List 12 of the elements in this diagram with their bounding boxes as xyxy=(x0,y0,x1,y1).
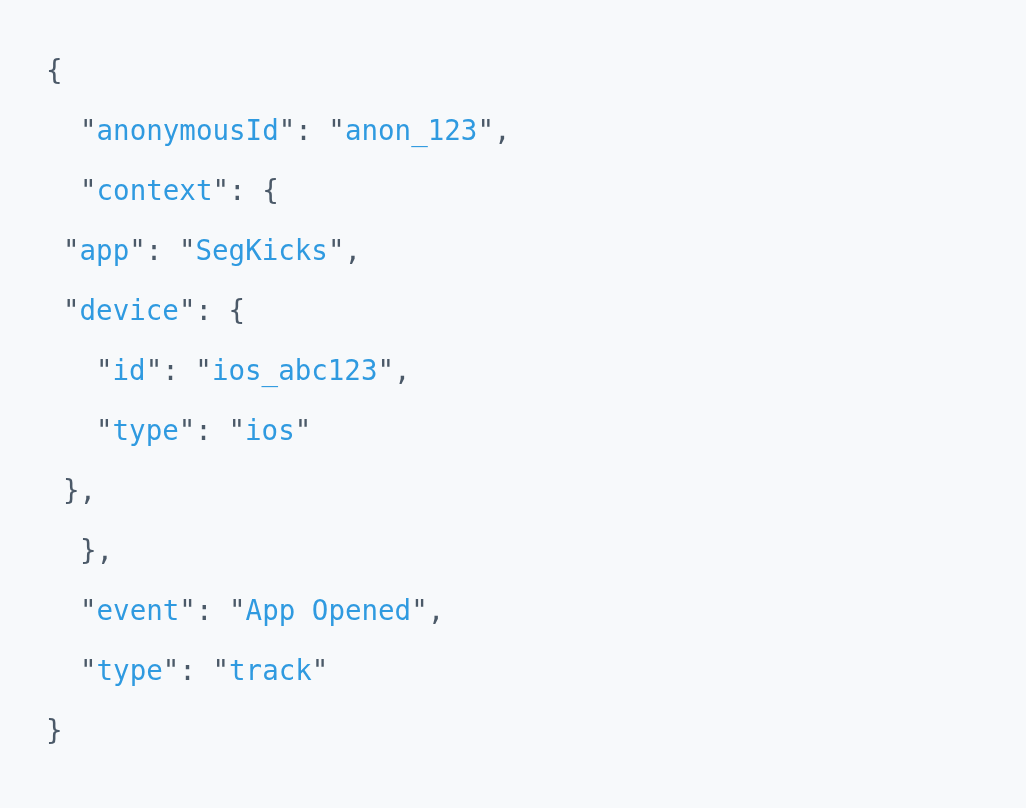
code-line: "anonymousId": "anon_123", xyxy=(80,113,511,147)
code-line: "context": { xyxy=(80,173,279,207)
code-line: { xyxy=(46,53,63,87)
code-line: }, xyxy=(80,533,114,567)
code-line: "type": "track" xyxy=(80,653,329,687)
code-line: "device": { xyxy=(63,293,246,327)
code-line: "app": "SegKicks", xyxy=(63,233,362,267)
code-line: } xyxy=(46,713,63,747)
code-line: "event": "App Opened", xyxy=(80,593,445,627)
code-line: }, xyxy=(63,473,97,507)
code-line: "id": "ios_abc123", xyxy=(96,353,411,387)
code-line: "type": "ios" xyxy=(96,413,312,447)
